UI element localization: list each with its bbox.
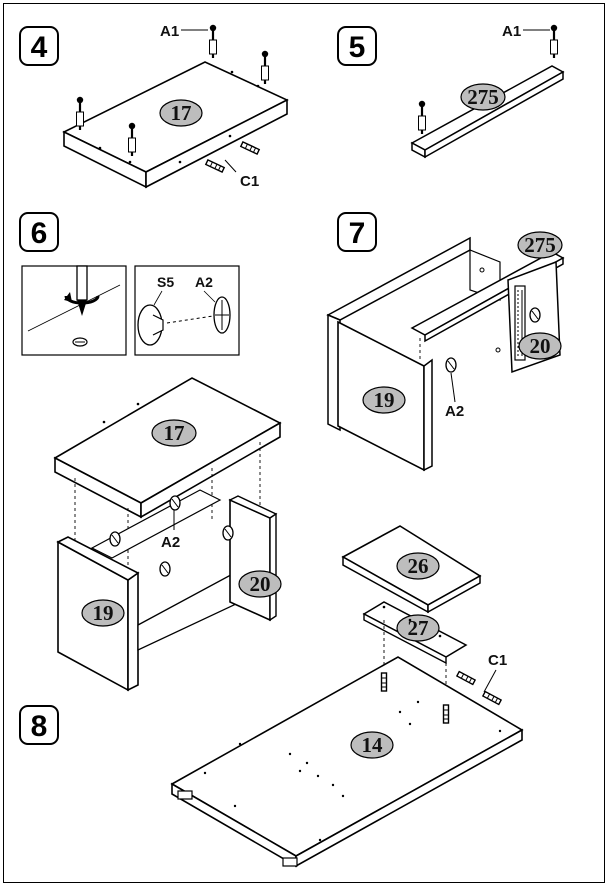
cam-bolt-icon bbox=[75, 95, 85, 132]
cam-lock-icon bbox=[445, 357, 457, 373]
cam-lock-icon bbox=[169, 495, 181, 511]
screwdriver-icon bbox=[27, 265, 121, 347]
part-number: 26 bbox=[408, 554, 429, 578]
step-number: 7 bbox=[349, 217, 366, 250]
cam-bolt-icon bbox=[549, 23, 559, 60]
part-number: 19 bbox=[374, 388, 395, 412]
dowel-icon bbox=[482, 690, 502, 706]
part-number: 20 bbox=[250, 572, 271, 596]
dowel-icon bbox=[442, 704, 450, 724]
part-number: 17 bbox=[171, 101, 192, 125]
step-7-panel: 7 275 20 19 A2 bbox=[326, 212, 565, 472]
part-number: 20 bbox=[530, 334, 551, 358]
step-4-panel: 4 17 A1 C1 bbox=[19, 23, 289, 190]
step-5-panel: 5 275 A1 bbox=[337, 23, 565, 159]
cam-bolt-icon bbox=[260, 49, 270, 86]
cam-lock-icon bbox=[529, 307, 541, 323]
part-number: 17 bbox=[164, 421, 185, 445]
part-label: A1 bbox=[160, 23, 179, 40]
cam-lock-icon bbox=[222, 525, 234, 541]
step-number: 5 bbox=[349, 31, 366, 64]
cam-lock-icon bbox=[109, 531, 121, 547]
step-6-panel: 6 S5 A2 17 bbox=[19, 212, 282, 692]
dowel-icon bbox=[380, 672, 388, 692]
part-number: 14 bbox=[362, 733, 384, 757]
part-number: 19 bbox=[93, 601, 114, 625]
cam-bolt-icon bbox=[208, 23, 218, 60]
step-number: 4 bbox=[31, 31, 48, 64]
step-number: 8 bbox=[31, 710, 48, 743]
step-8-panel: 8 26 27 14 bbox=[19, 525, 524, 868]
dowel-icon bbox=[240, 141, 260, 155]
step-number: 6 bbox=[31, 217, 48, 250]
part-label: A1 bbox=[502, 23, 521, 40]
part-label: C1 bbox=[240, 173, 259, 190]
cam-lock-icon bbox=[137, 296, 231, 346]
part-number: 27 bbox=[408, 616, 429, 640]
part-label: A2 bbox=[195, 274, 213, 290]
cam-lock-icon bbox=[159, 561, 171, 577]
part-number: 275 bbox=[524, 233, 556, 257]
dowel-icon bbox=[205, 159, 225, 173]
part-number: 275 bbox=[467, 85, 499, 109]
dowel-icon bbox=[456, 670, 476, 686]
part-label: A2 bbox=[445, 403, 464, 420]
cam-bolt-icon bbox=[417, 99, 427, 136]
page-frame bbox=[3, 3, 605, 883]
part-label: A2 bbox=[161, 534, 180, 551]
cam-bolt-icon bbox=[127, 121, 137, 158]
part-label: C1 bbox=[488, 652, 507, 669]
part-label: S5 bbox=[157, 274, 174, 290]
